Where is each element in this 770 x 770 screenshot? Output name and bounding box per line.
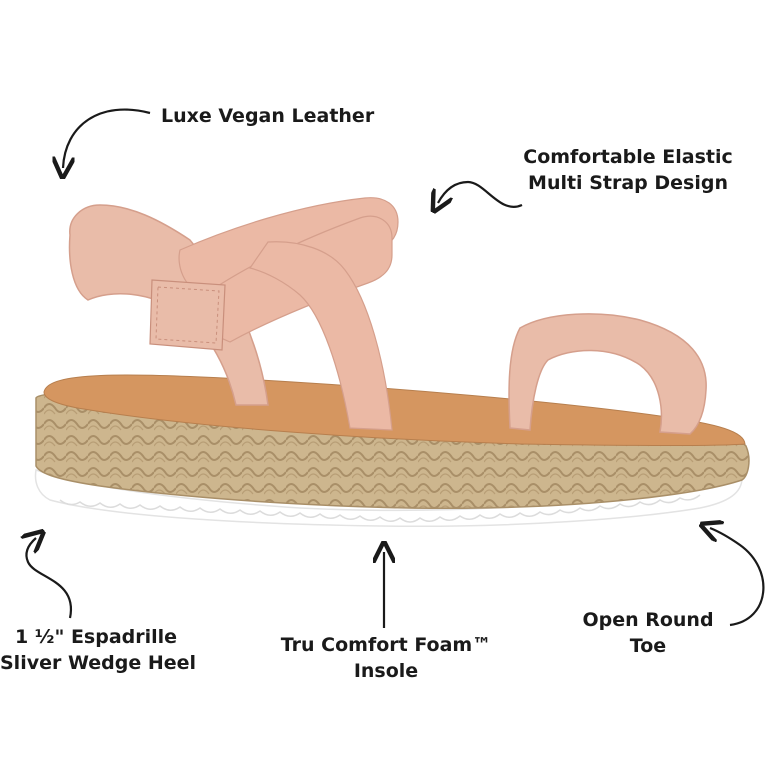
label-luxe-vegan-leather: Luxe Vegan Leather [161, 105, 375, 127]
stitched-tab [149, 279, 226, 351]
arrow-heel [26, 538, 73, 619]
toe-strap [508, 313, 707, 435]
elastic-strap-front [249, 241, 393, 431]
arrow-strap [438, 180, 523, 207]
label-comfort-foam-insole: Tru Comfort Foam™ Insole [280, 634, 492, 682]
label-espadrille-heel: 1 ½" Espadrille Sliver Wedge Heel [0, 626, 197, 674]
arrow-toe [710, 528, 765, 627]
label-elastic-strap-design: Comfortable Elastic Multi Strap Design [523, 146, 733, 194]
arrow-leather [63, 108, 151, 168]
label-open-round-toe: Open Round Toe [582, 609, 714, 657]
